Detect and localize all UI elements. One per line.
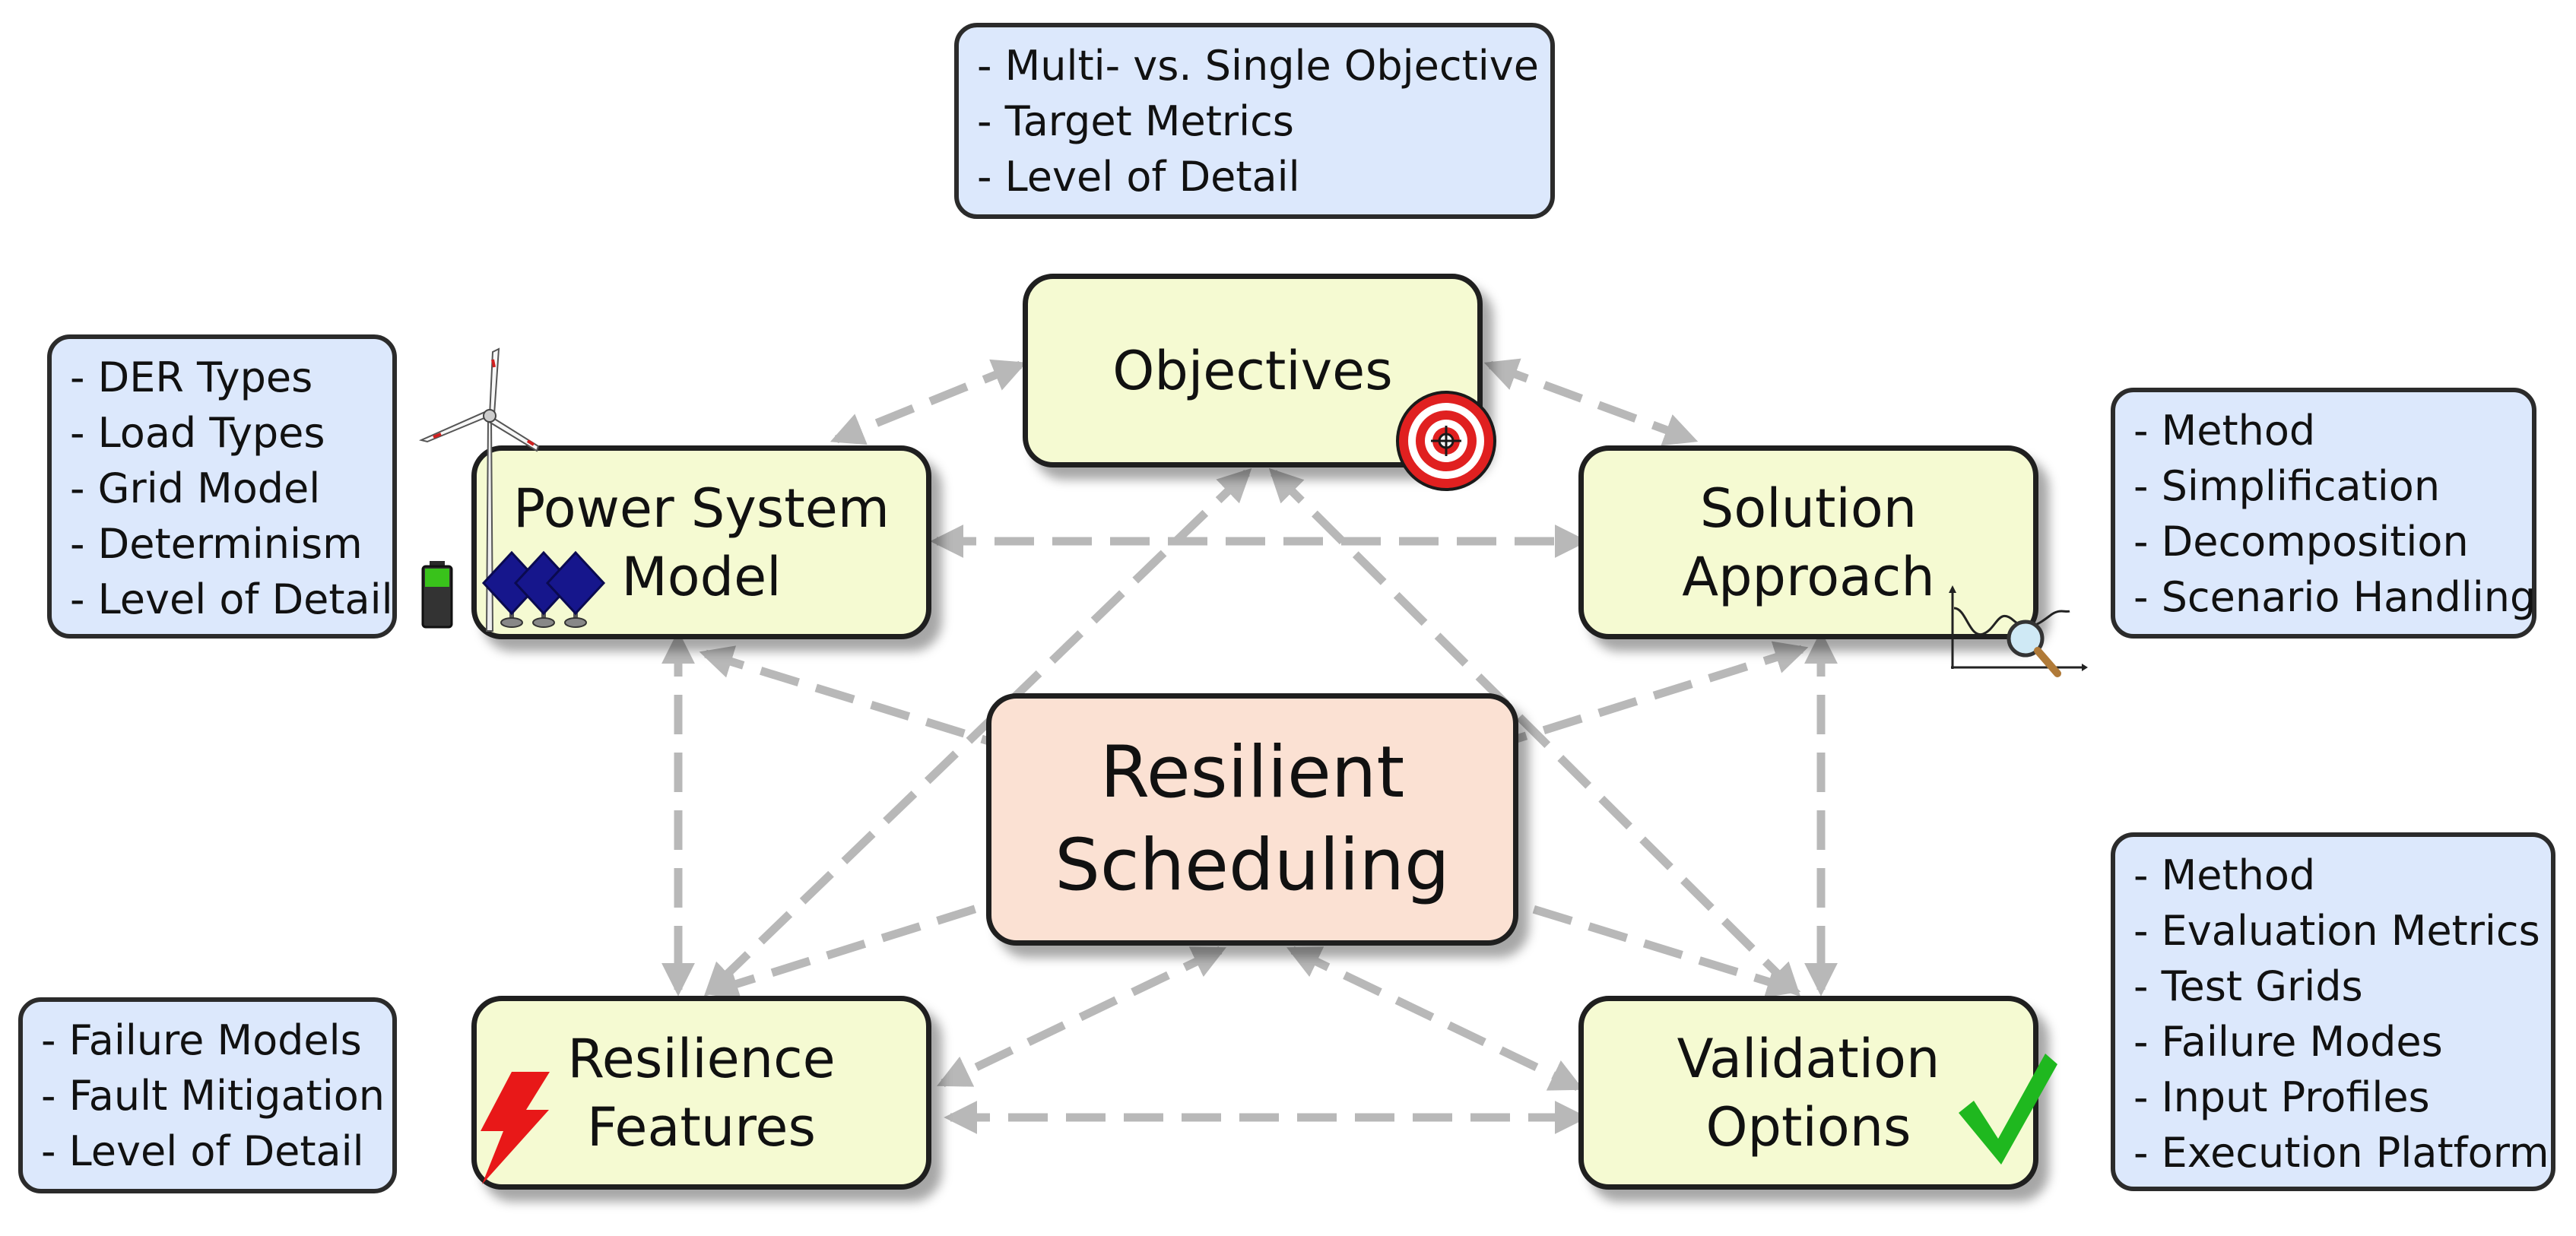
validation-options-details-list: MethodEvaluation MetricsTest GridsFailur… <box>2133 848 2549 1181</box>
detail-item: Test Grids <box>2133 959 2537 1014</box>
solution-approach-details: MethodSimplificationDecompositionScenari… <box>2111 388 2536 639</box>
detail-item: DER Types <box>70 350 379 405</box>
validation-options-label: Validation Options <box>1677 1027 1940 1158</box>
detail-item: Load Types <box>70 405 379 461</box>
detail-item: Level of Detail <box>977 149 1537 204</box>
resilient-scheduling-node: Resilient Scheduling <box>986 693 1518 946</box>
detail-item: Multi- vs. Single Objective <box>977 38 1539 93</box>
objectives-label: Objectives <box>1112 339 1393 402</box>
detail-item: Method <box>2133 403 2518 458</box>
detail-item: Input Profiles <box>2133 1070 2537 1125</box>
detail-item: Scenario Handling <box>2133 569 2536 625</box>
power-system-model-details: DER TypesLoad TypesGrid ModelDeterminism… <box>47 334 397 639</box>
connector-center-validation <box>1286 946 1584 1091</box>
checkmark-icon <box>1959 1054 2057 1165</box>
solar-panels-icon <box>481 550 606 628</box>
target-icon <box>1396 391 1496 491</box>
wind-turbine-solar-battery-icon <box>418 347 606 632</box>
resilience-features-label: Resilience Features <box>567 1027 836 1158</box>
detail-item: Grid Model <box>70 461 379 516</box>
detail-item: Execution Platform <box>2133 1125 2549 1181</box>
power-system-model-label: Power System Model <box>513 477 890 608</box>
connector-objectives-solution <box>1483 358 1699 446</box>
validation-options-details: MethodEvaluation MetricsTest GridsFailur… <box>2111 832 2555 1191</box>
solution-approach-node: Solution Approach <box>1578 445 2038 639</box>
connector-objectives-validation <box>1268 467 1801 997</box>
resilient-scheduling-label: Resilient Scheduling <box>1055 731 1450 907</box>
detail-item: Determinism <box>70 516 379 572</box>
detail-item: Method <box>2133 848 2537 903</box>
battery-icon <box>421 561 453 629</box>
detail-item: Decomposition <box>2133 514 2518 569</box>
solution-approach-label: Solution Approach <box>1682 477 1935 608</box>
connector-center-resilience <box>937 946 1226 1087</box>
objectives-details: Multi- vs. Single ObjectiveTarget Metric… <box>954 23 1555 219</box>
validation-options-node: Validation Options <box>1578 996 2038 1190</box>
resilience-features-details-list: Failure ModelsFault MitigationLevel of D… <box>41 1013 385 1179</box>
resilience-features-details: Failure ModelsFault MitigationLevel of D… <box>18 997 397 1193</box>
magnifier-chart-icon <box>1949 585 2088 677</box>
resilience-features-node: Resilience Features <box>471 996 931 1190</box>
objectives-details-list: Multi- vs. Single ObjectiveTarget Metric… <box>977 38 1539 204</box>
connector-objectives-power <box>830 359 1027 445</box>
detail-item: Failure Models <box>41 1013 379 1068</box>
detail-item: Evaluation Metrics <box>2133 903 2540 959</box>
detail-item: Failure Modes <box>2133 1014 2537 1070</box>
detail-item: Level of Detail <box>41 1123 379 1179</box>
connector-objectives-resilience <box>703 467 1252 997</box>
detail-item: Simplification <box>2133 458 2518 514</box>
detail-item: Level of Detail <box>70 572 393 627</box>
lightning-bolt-icon <box>481 1072 550 1184</box>
detail-item: Target Metrics <box>977 93 1537 149</box>
detail-item: Fault Mitigation <box>41 1068 385 1123</box>
power-system-model-details-list: DER TypesLoad TypesGrid ModelDeterminism… <box>70 350 393 627</box>
solution-approach-details-list: MethodSimplificationDecompositionScenari… <box>2133 403 2536 625</box>
